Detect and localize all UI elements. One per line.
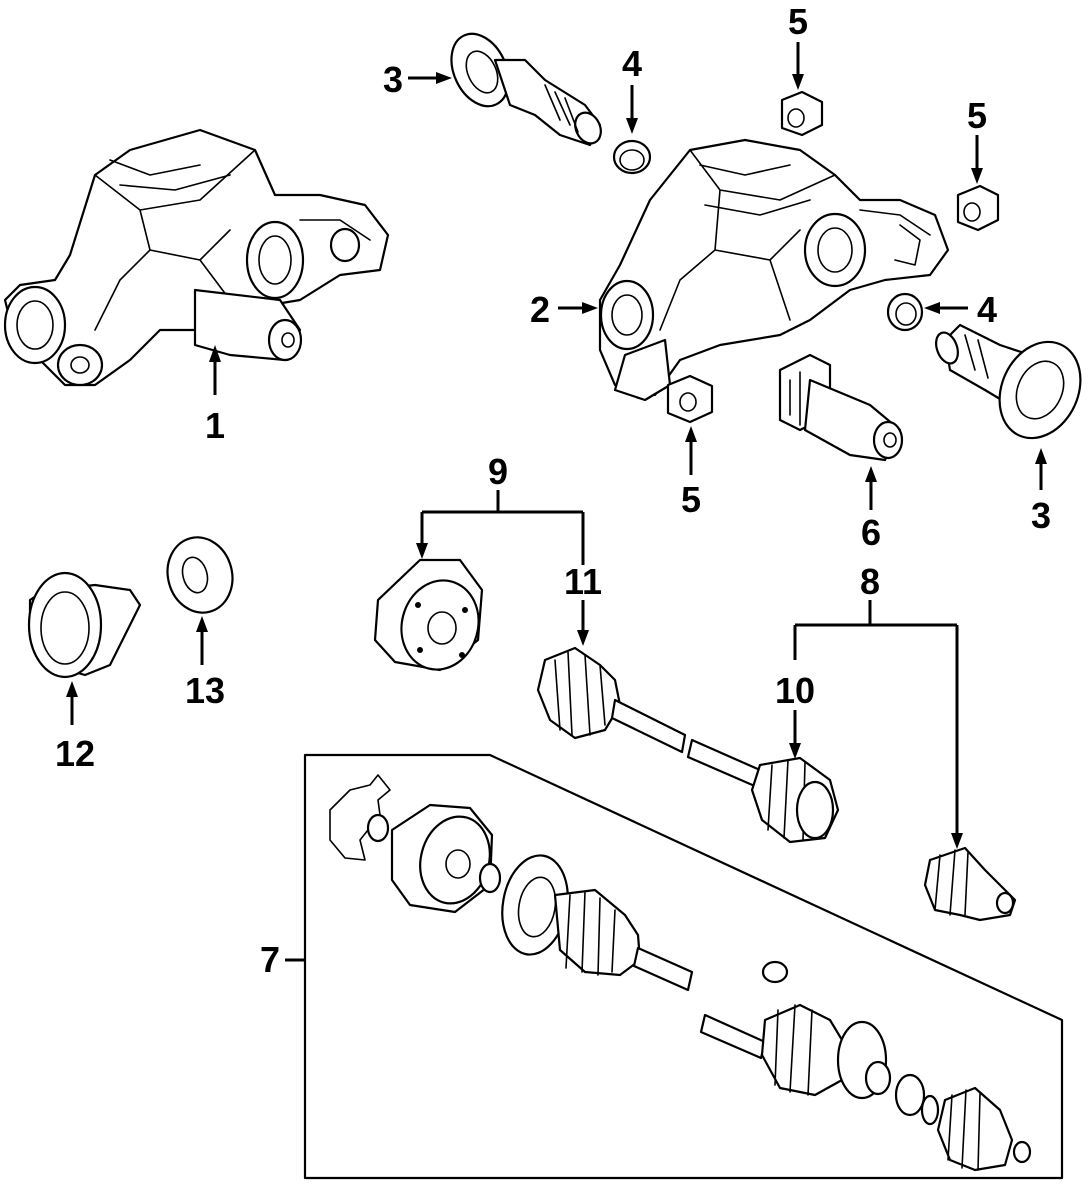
callout-12: 12	[55, 733, 95, 774]
cv-joint-9	[373, 558, 484, 672]
callout-11: 11	[564, 561, 602, 602]
callout-3-top: 3	[383, 59, 403, 100]
bushing-5-top	[780, 90, 824, 137]
callout-3-right: 3	[1031, 495, 1051, 536]
callout-10: 10	[775, 670, 815, 711]
flange-shaft-3-right	[935, 323, 1082, 440]
callout-7: 7	[260, 939, 280, 980]
leader-lines	[66, 42, 1047, 962]
seal-4-top	[612, 139, 652, 175]
bushing-5-right	[956, 184, 1000, 232]
callout-4-top: 4	[622, 43, 642, 84]
flange-shaft-3-top	[450, 32, 602, 147]
hub-12	[27, 571, 142, 679]
halfshaft-kit-7	[303, 753, 1064, 1180]
callout-4-right: 4	[977, 289, 997, 330]
callout-2: 2	[530, 289, 550, 330]
callout-1: 1	[205, 405, 225, 446]
axle-shaft-8	[536, 646, 1017, 922]
callout-5-lower: 5	[681, 479, 701, 520]
seal-4-right	[886, 292, 924, 332]
callout-5-top: 5	[788, 1, 808, 42]
rear-differential-assembly-1	[3, 128, 390, 387]
callout-5-right: 5	[967, 95, 987, 136]
callout-labels: 1 2 3 3 4 4 5 5 5 6 7 8 9 10 11 12 13	[55, 1, 1051, 980]
rear-differential-housing-2	[598, 138, 950, 402]
callout-9: 9	[488, 451, 508, 492]
actuator-motor-6	[778, 353, 904, 462]
washer-13	[166, 536, 234, 614]
bushing-5-lower	[666, 374, 714, 424]
callout-8: 8	[860, 561, 880, 602]
callout-6: 6	[861, 512, 881, 553]
callout-13: 13	[185, 670, 225, 711]
